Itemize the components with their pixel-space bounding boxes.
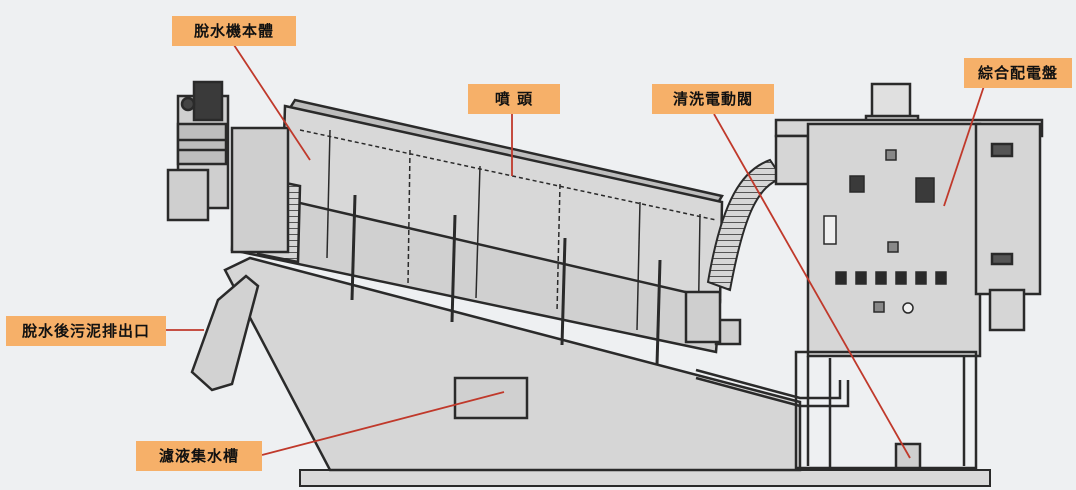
label-filtrate-tank: 濾液集水槽 (136, 441, 262, 471)
leader-cleaning-valve (713, 113, 911, 459)
leader-dewatering-body (231, 41, 311, 161)
label-cleaning-valve: 清洗電動閥 (652, 84, 774, 114)
control-cabinet (774, 82, 1044, 358)
leader-lines (166, 41, 985, 459)
label-dewatering-body: 脫水機本體 (172, 16, 296, 46)
panel-stand (794, 350, 978, 470)
drive-motor (166, 80, 290, 254)
flex-hose (706, 158, 784, 292)
base-frame (299, 469, 991, 487)
leader-control-panel (943, 85, 985, 207)
label-sludge-outlet: 脫水後污泥排出口 (6, 316, 166, 346)
cleaning-pipe (695, 368, 850, 408)
label-control-panel: 綜合配電盤 (964, 58, 1072, 88)
filtrate-tank (223, 256, 802, 472)
sludge-chute (190, 274, 260, 392)
leader-filtrate-tank (261, 391, 505, 456)
panel-controls (823, 149, 947, 314)
label-spray-head: 噴 頭 (468, 84, 560, 114)
